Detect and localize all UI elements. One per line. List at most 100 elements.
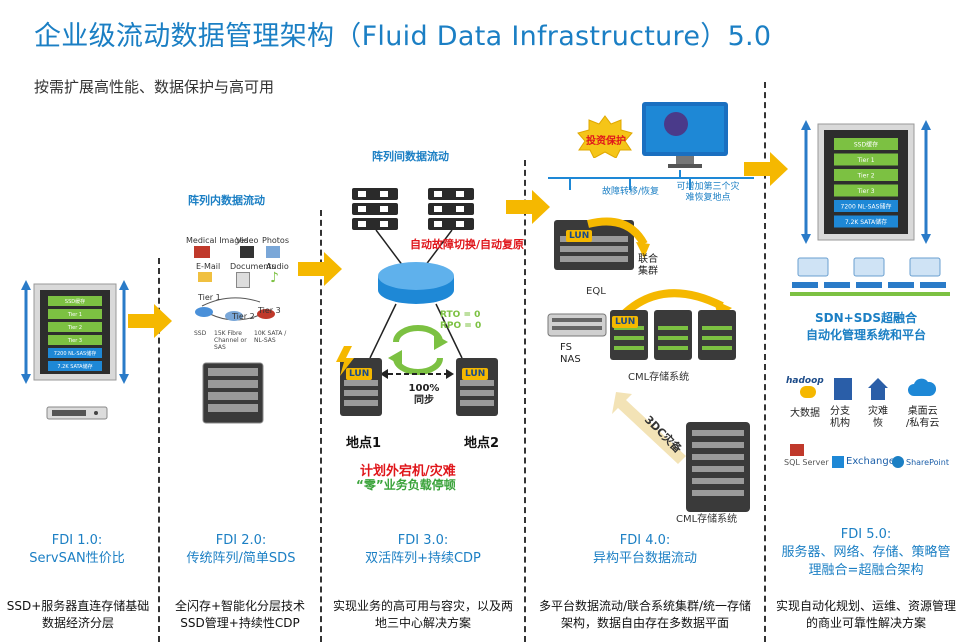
divider-1 [158, 258, 160, 642]
page-title: 企业级流动数据管理架构（Fluid Data Infrastructure）5.… [34, 21, 772, 52]
storage-rack-5: SSD缓存 Tier 1 Tier 2 Tier 3 7200 NL-SAS储存 7.2K… [801, 120, 931, 244]
rack5-tier-band [834, 200, 898, 212]
col2-heading: 阵列内数据流动 [188, 194, 265, 207]
fdi-1-desc: ServSAN性价比 [29, 551, 125, 566]
lun-badge-site1: LUN [346, 368, 373, 380]
flow-arrow-3 [506, 190, 550, 224]
federated-cluster-label: 联合集群 [638, 254, 658, 277]
server-stacks-top [352, 188, 474, 230]
rack1-tier-label: 7.2K SATA储存 [57, 363, 92, 370]
rack1-tier-label: Tier 2 [67, 325, 82, 331]
fdi-5-title: FDI 5.0: [840, 527, 892, 542]
tier2-media: 15K Fibre Channel or SAS [214, 330, 247, 351]
rack5-tier-band [834, 215, 898, 228]
rack1-tier-band [48, 309, 102, 319]
app-label-branch: 分支 机构 [830, 406, 850, 429]
fdi-4-desc: 异构平台数据流动 [592, 551, 697, 566]
music-note-icon: ♪ [270, 270, 279, 286]
media-label-video: Video [236, 236, 259, 245]
hadoop-icon: hadoop [786, 376, 824, 386]
investment-protection-badge [577, 115, 633, 158]
exchange-icon: Exchange [846, 456, 895, 467]
app-icon-grid: hadoop 大数据 分支 机构 灾难 恢 桌面云 /私有云 SQL Serve… [782, 372, 952, 482]
sql-server-icon: SQL Server [784, 458, 829, 467]
divider-4 [764, 82, 766, 642]
page-subtitle: 按需扩展高性能、数据保护与高可用 [34, 78, 275, 96]
rack5-tier-label: 7200 NL-SAS储存 [841, 203, 892, 211]
rack5-tier-label: SSD缓存 [854, 141, 878, 149]
flow-arrow-2 [298, 252, 342, 286]
document-icon [236, 272, 250, 288]
branch-office-icon [834, 378, 852, 400]
add-third-site-label: 可增加第三个灾难恢复地点 [676, 182, 740, 203]
rack5-tier-label: 7.2K SATA储存 [845, 218, 887, 226]
rack5-tier-band [834, 153, 898, 166]
zero-downtime-label: “零”业务负载停顿 [356, 478, 456, 492]
sync-label: 100% 同步 [408, 383, 440, 406]
tier2-label: Tier 2 [232, 312, 255, 321]
bottom-desc-1: SSD+服务器直连存储基础数据经济分层 [6, 599, 150, 630]
rack5-tier-band [834, 184, 898, 197]
tiering-diagram [195, 297, 275, 321]
fdi-2-desc: 传统阵列/简单SDS [186, 551, 296, 566]
email-icon [198, 272, 212, 282]
fdi-3: FDI 3.0: 双活阵列+持续CDP [330, 532, 516, 568]
divider-3 [524, 160, 526, 642]
media-label-photos: Photos [262, 236, 289, 245]
tier1-media: SSD [194, 330, 207, 337]
fs-nas-label: FS NAS [560, 342, 581, 365]
sql-server-logo-icon [790, 444, 804, 456]
media-label-documents: Documents [230, 262, 276, 271]
eql-storage-icon [554, 217, 650, 270]
rto-label: RTO = 0 [440, 310, 481, 320]
fdi-4: FDI 4.0: 异构平台数据流动 [534, 532, 756, 568]
failover-label: 自动故障切换/自动复原 [410, 238, 525, 251]
investment-protection-label: 投资保护 [586, 136, 626, 147]
tier1-label: Tier 1 [198, 293, 221, 302]
lun-badge-eql: LUN [566, 230, 593, 242]
media-label-audio: Audio [266, 262, 289, 271]
fdi-5-desc: 服务器、网络、存储、策略管理融合=超融合架构 [781, 545, 951, 578]
bottom-desc-3: 实现业务的高可用与容灾，以及两地三中心解决方案 [332, 599, 513, 630]
site2-label: 地点2 [464, 436, 500, 451]
fdi-4-title: FDI 4.0: [619, 533, 671, 548]
tier3-label: Tier 3 [258, 306, 281, 315]
rack1-tier-band [48, 361, 102, 371]
app-label-bigdata: 大数据 [790, 408, 820, 419]
eql-label: EQL [586, 286, 606, 297]
rack1-tier-label: SSD缓存 [65, 298, 85, 305]
sharepoint-icon: SharePoint [906, 458, 949, 467]
fdi-2: FDI 2.0: 传统阵列/简单SDS [168, 532, 314, 568]
cml-storage-label-1: CML存储系统 [628, 372, 690, 383]
rpo-label: RPO = 0 [440, 321, 482, 331]
fdi-2-title: FDI 2.0: [215, 533, 267, 548]
rack1-tier-label: Tier 3 [67, 338, 82, 344]
unplanned-outage-label: 计划外宕机/灾难 [360, 464, 456, 479]
lun-badge-site2: LUN [462, 368, 489, 380]
lun-badge-cml: LUN [612, 316, 639, 328]
rack1-tier-band [48, 322, 102, 332]
exchange-logo-icon [832, 456, 844, 468]
media-label-medical: Medical Images [186, 236, 249, 245]
monitor-icon [642, 102, 728, 168]
fdi-3-desc: 双活阵列+持续CDP [365, 551, 481, 566]
rack1-tier-label: 7200 NL-SAS储存 [54, 350, 96, 357]
server-1u-icon [46, 406, 108, 420]
rack1-tier-band [48, 348, 102, 358]
media-label-email: E-Mail [196, 262, 221, 271]
bottom-desc-4: 多平台数据流动/联合系统集群/统一存储架构，数据自由存在多数据平面 [538, 599, 752, 630]
cml-storage-label-2: CML存储系统 [676, 514, 738, 525]
bottom-desc-5: 实现自动化规划、运维、资源管理的商业可靠性解决方案 [775, 599, 956, 630]
photo-icon [266, 246, 280, 258]
media-types: Medical Images Video Photos E-Mail Docum… [186, 236, 292, 288]
rack5-tier-label: Tier 2 [856, 173, 874, 180]
rack5-tier-label: Tier 1 [856, 157, 874, 164]
hadoop-elephant-icon [800, 386, 816, 398]
rack1-tier-band [48, 296, 102, 306]
video-icon [240, 246, 254, 258]
failover-restore-label: 故障转移/恢复 [602, 187, 660, 197]
col3-heading: 阵列间数据流动 [372, 150, 449, 163]
rack5-tier-label: Tier 3 [856, 188, 874, 195]
fdi-3-title: FDI 3.0: [397, 533, 449, 548]
